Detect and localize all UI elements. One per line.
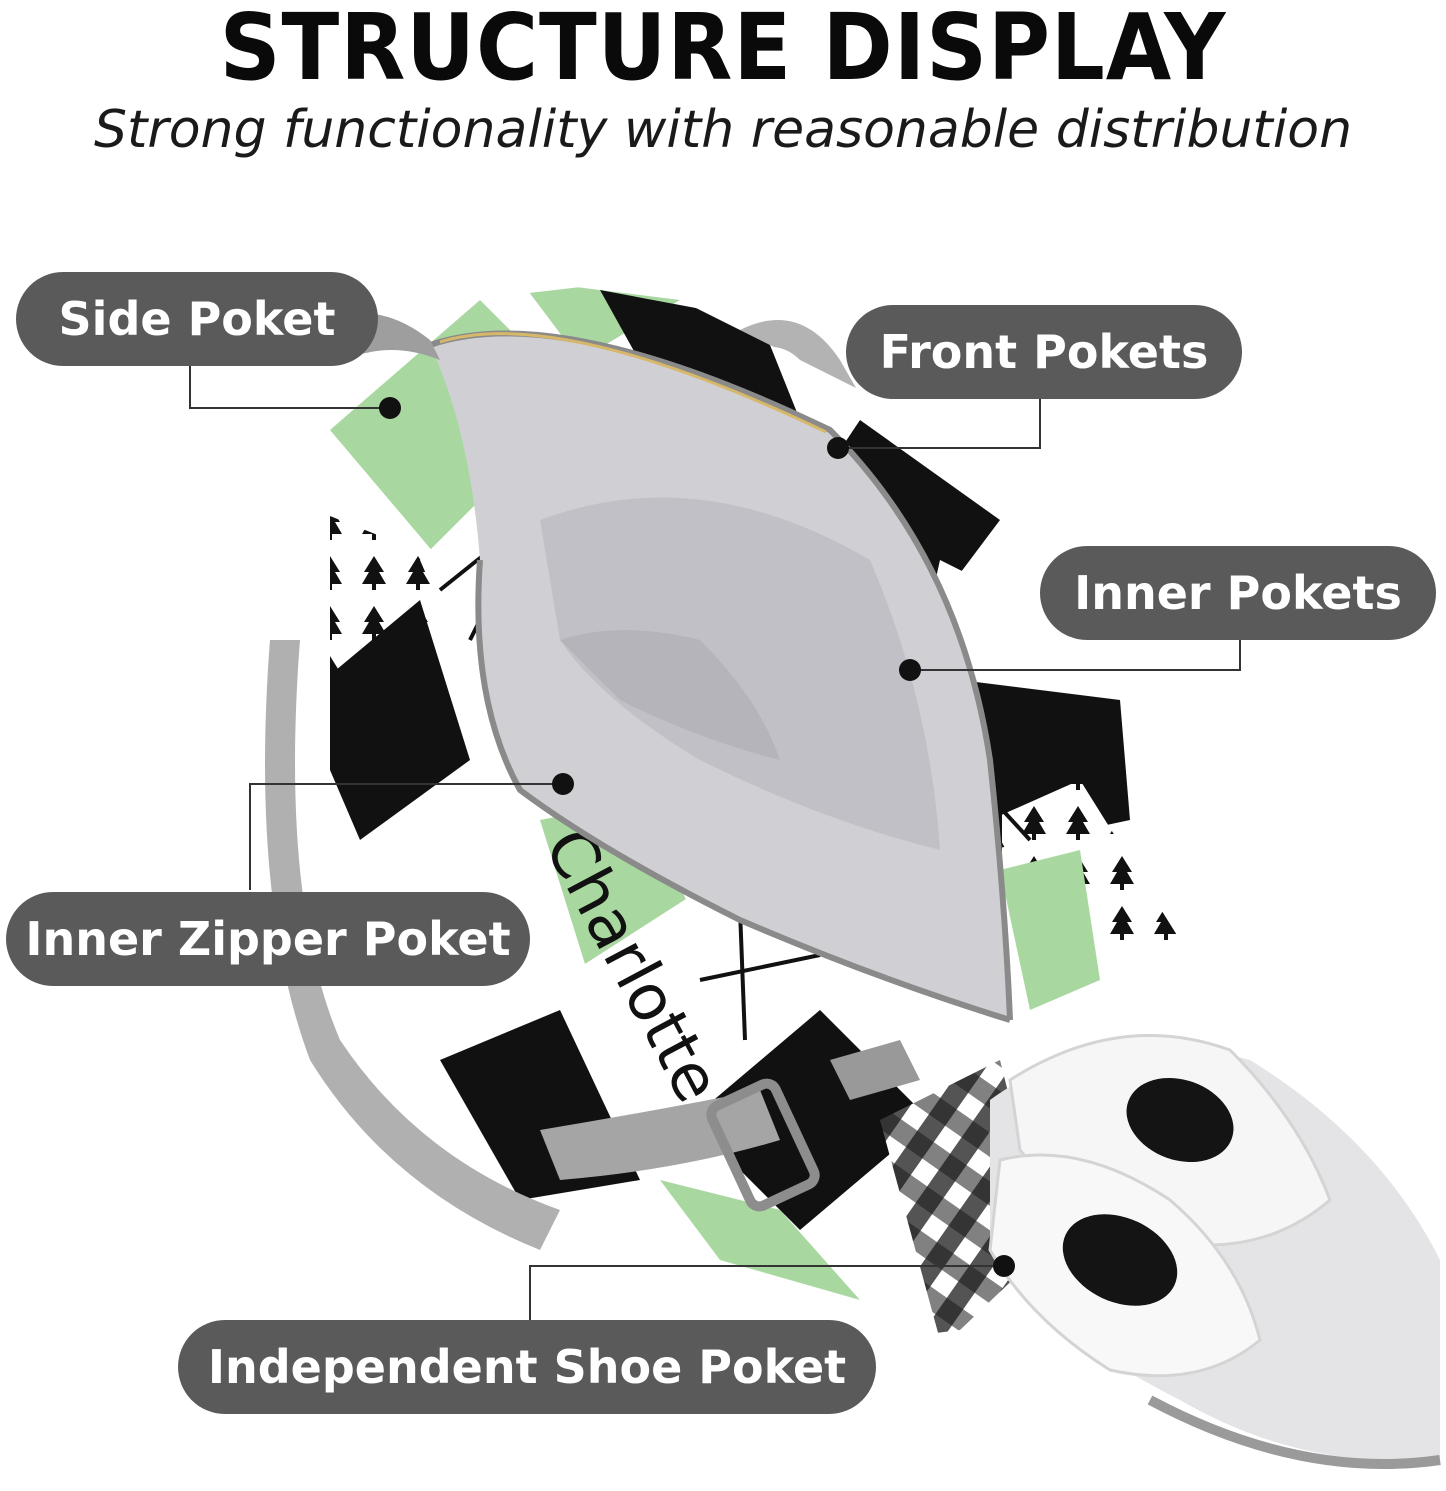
callout-connectors (189, 365, 1241, 1320)
page-title: STRUCTURE DISPLAY (219, 0, 1227, 101)
dot-inner-pockets (899, 659, 921, 681)
zipper-main (429, 330, 1013, 1021)
shoe-compartment-edge (1147, 1395, 1441, 1469)
sneakers (988, 1033, 1332, 1378)
zipper-gold (439, 332, 827, 434)
dot-side-pocket (379, 397, 401, 419)
callout-front-pockets: Front Pokets (846, 305, 1242, 399)
callout-shoe-pocket: Independent Shoe Poket (178, 1320, 876, 1414)
dot-inner-zipper-pocket (552, 773, 574, 795)
callout-side-pocket: Side Poket (16, 272, 378, 366)
callout-inner-pockets: Inner Pokets (1040, 546, 1436, 640)
callout-inner-zipper-pocket: Inner Zipper Poket (6, 892, 530, 986)
strap-clip (830, 1040, 920, 1100)
shoulder-strap-front (540, 1090, 780, 1180)
strap-buckle (706, 1078, 820, 1212)
zipper-lower (475, 559, 1011, 1023)
dot-shoe-pocket (993, 1255, 1015, 1277)
inner-shadow (560, 630, 780, 760)
callout-dots (379, 397, 1015, 1277)
inner-pocket-flap (540, 497, 940, 850)
page-subtitle: Strong functionality with reasonable dis… (93, 100, 1353, 160)
dot-front-pockets (827, 437, 849, 459)
shoulder-strap-left (265, 640, 560, 1250)
